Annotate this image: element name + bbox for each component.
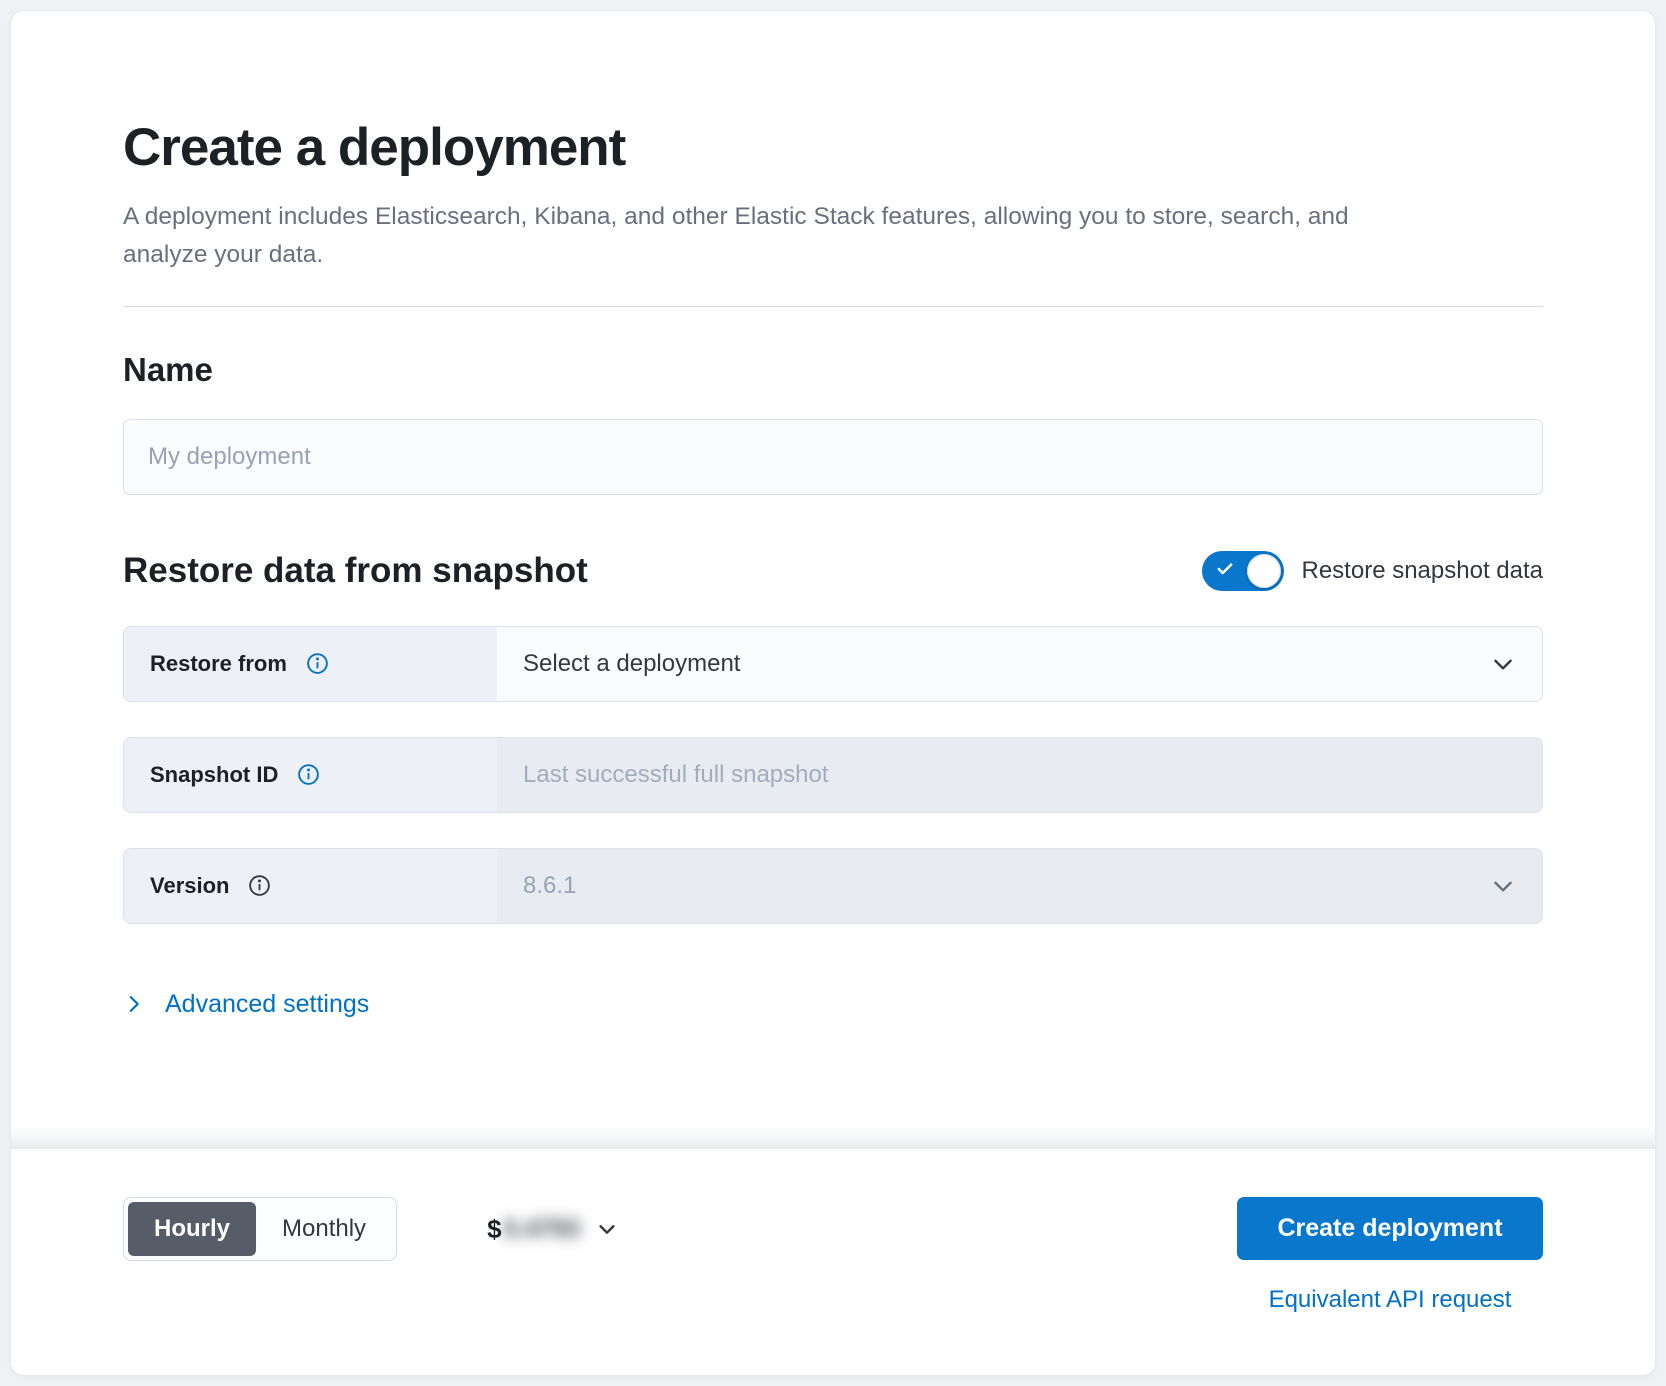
snapshot-id-label-cell: Snapshot ID bbox=[124, 737, 497, 812]
create-deployment-button[interactable]: Create deployment bbox=[1237, 1197, 1543, 1260]
chevron-right-icon bbox=[123, 993, 145, 1015]
equivalent-api-request-link[interactable]: Equivalent API request bbox=[1268, 1286, 1512, 1313]
price-dropdown[interactable]: $ 0.4793 bbox=[487, 1214, 618, 1245]
page-subtitle: A deployment includes Elasticsearch, Kib… bbox=[123, 203, 1349, 268]
snapshot-id-input[interactable] bbox=[523, 760, 1516, 789]
version-label: Version bbox=[150, 872, 230, 898]
page-title: Create a deployment bbox=[123, 118, 626, 177]
restore-from-value: Select a deployment bbox=[523, 649, 741, 677]
main-content: Create a deployment A deployment include… bbox=[11, 11, 1655, 1149]
snapshot-section-header: Restore data from snapshot Restore snaps… bbox=[123, 550, 1544, 591]
monthly-button[interactable]: Monthly bbox=[256, 1202, 392, 1256]
header-divider bbox=[123, 305, 1543, 307]
restore-from-row: Restore from Select a deployment bbox=[123, 625, 1543, 702]
deployment-name-input[interactable] bbox=[123, 418, 1543, 495]
billing-period-toggle: Hourly Monthly bbox=[123, 1197, 398, 1261]
advanced-settings-label: Advanced settings bbox=[165, 989, 370, 1018]
chevron-down-icon bbox=[1490, 651, 1516, 677]
restore-from-select[interactable]: Select a deployment bbox=[497, 626, 1542, 701]
version-label-cell: Version bbox=[124, 848, 497, 923]
snapshot-id-field bbox=[497, 737, 1542, 812]
create-deployment-card: Create a deployment A deployment include… bbox=[10, 10, 1656, 1376]
price-currency: $ bbox=[487, 1213, 502, 1244]
info-icon[interactable] bbox=[296, 762, 321, 787]
restore-from-label: Restore from bbox=[150, 650, 287, 676]
restore-from-label-cell: Restore from bbox=[124, 626, 497, 701]
version-value: 8.6.1 bbox=[523, 871, 577, 899]
bottom-bar: Hourly Monthly $ 0.4793 Create deploymen… bbox=[11, 1127, 1655, 1375]
toggle-knob bbox=[1246, 553, 1281, 588]
name-heading: Name bbox=[123, 350, 213, 388]
submit-area: Create deployment Equivalent API request bbox=[1237, 1197, 1543, 1314]
restore-snapshot-toggle[interactable]: Restore snapshot data bbox=[1201, 550, 1544, 591]
snapshot-heading: Restore data from snapshot bbox=[123, 550, 588, 590]
advanced-settings-link[interactable]: Advanced settings bbox=[123, 990, 369, 1019]
chevron-down-icon bbox=[1490, 873, 1516, 899]
version-row: Version 8.6.1 bbox=[123, 847, 1543, 924]
toggle-label: Restore snapshot data bbox=[1301, 556, 1544, 584]
check-icon bbox=[1216, 559, 1234, 582]
version-select[interactable]: 8.6.1 bbox=[497, 848, 1542, 923]
snapshot-id-row: Snapshot ID bbox=[123, 736, 1543, 813]
hourly-button[interactable]: Hourly bbox=[128, 1202, 257, 1256]
billing-controls: Hourly Monthly $ 0.4793 bbox=[123, 1197, 618, 1261]
snapshot-id-label: Snapshot ID bbox=[150, 761, 279, 787]
info-icon[interactable] bbox=[247, 873, 272, 898]
price-amount-blurred: 0.4793 bbox=[503, 1214, 580, 1243]
info-icon[interactable] bbox=[305, 651, 330, 676]
chevron-down-icon bbox=[596, 1218, 618, 1240]
toggle-switch-on[interactable] bbox=[1201, 550, 1284, 591]
